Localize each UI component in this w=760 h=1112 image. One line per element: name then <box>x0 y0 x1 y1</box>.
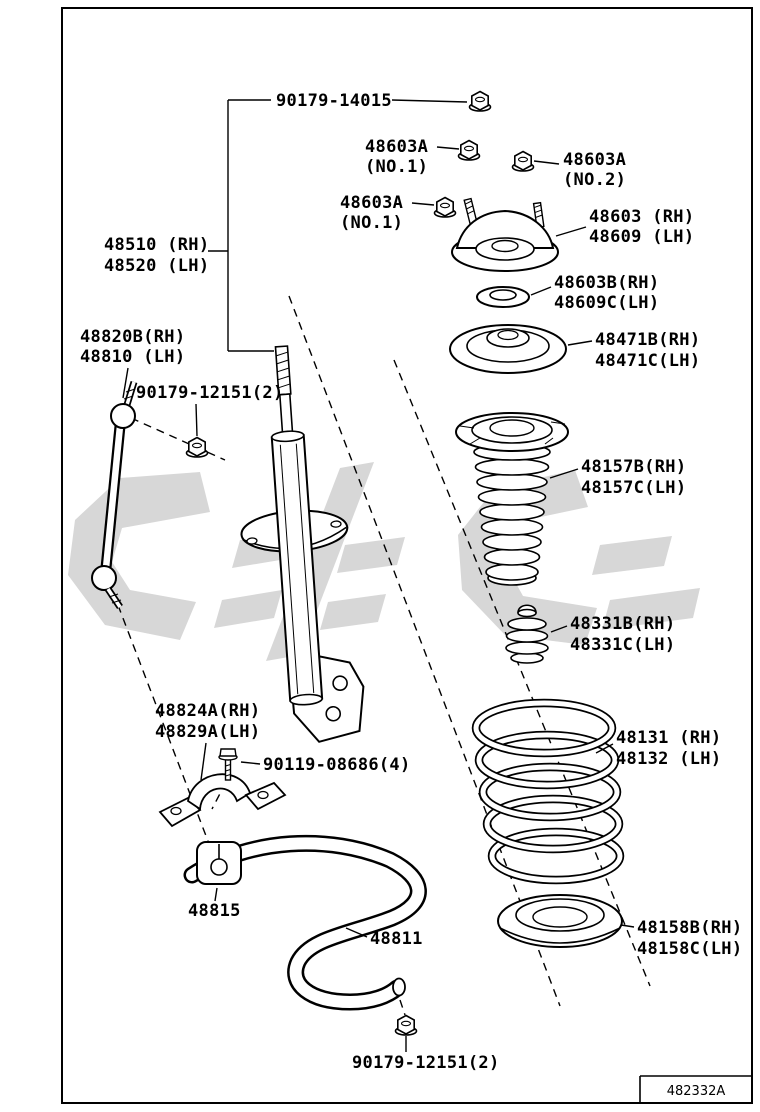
label-line: 48824A(RH) <box>155 701 260 721</box>
stabilizer-bar-nut <box>394 1014 418 1036</box>
label-line: 48510 (RH) <box>104 235 209 255</box>
spring-lower-insulator-drawing <box>497 894 623 948</box>
label-support-nut-no1-a: 48603A (NO.1) <box>365 137 428 177</box>
label-line: 48131 (RH) <box>616 728 721 748</box>
label-support-nut-no1-b: 48603A (NO.1) <box>340 193 403 233</box>
label-line: 48158B(RH) <box>637 918 742 938</box>
label-line: 48603A <box>340 193 403 213</box>
stabilizer-link-nut <box>185 436 209 458</box>
stabilizer-link-drawing <box>91 380 138 609</box>
bracket-bolt-drawing <box>218 748 238 781</box>
label-line: 48157C(LH) <box>581 478 686 498</box>
label-spring-seat: 48471B(RH) 48471C(LH) <box>595 330 700 371</box>
label-line: 48331B(RH) <box>570 614 675 634</box>
part-labels: 90179-14015 48603A (NO.1) 48603A (NO.2) … <box>80 91 742 1073</box>
label-line: 48609C(LH) <box>554 293 659 313</box>
support-nut-no2 <box>511 150 535 172</box>
label-line: 48829A(LH) <box>155 722 260 742</box>
stabilizer-bar-drawing <box>183 834 427 1011</box>
label-stabilizer-bar: 48811 <box>370 929 423 949</box>
coil-spring-drawing <box>471 698 625 885</box>
label-line: 48132 (LH) <box>616 749 721 769</box>
label-line: (NO.1) <box>340 213 403 233</box>
strut-mount-drawing <box>451 197 559 272</box>
label-bushing: 48815 <box>188 901 241 921</box>
label-line: 48471B(RH) <box>595 330 700 350</box>
label-stabilizer-bracket: 48824A(RH) 48829A(LH) <box>155 701 260 742</box>
label-line: 48331C(LH) <box>570 635 675 655</box>
label-strut-mount: 48603 (RH) 48609 (LH) <box>589 207 694 247</box>
dust-boot-drawing <box>455 412 569 586</box>
label-strut-nut: 90179-14015 <box>276 91 392 111</box>
label-line: 48158C(LH) <box>637 939 742 959</box>
label-line: 48609 (LH) <box>589 227 694 247</box>
label-line: 48810 (LH) <box>80 347 185 367</box>
figure-code: 482332A <box>667 1084 726 1099</box>
label-bracket-bolt: 90119-08686(4) <box>263 755 411 775</box>
label-link-nut: 90179-12151(2) <box>136 383 284 403</box>
label-coil-spring: 48131 (RH) 48132 (LH) <box>616 728 721 769</box>
label-line: 48157B(RH) <box>581 457 686 477</box>
mount-bearing-drawing <box>476 286 530 308</box>
label-bump-stop: 48331B(RH) 48331C(LH) <box>570 614 675 655</box>
label-line: 48471C(LH) <box>595 351 700 371</box>
label-spring-lower-insulator: 48158B(RH) 48158C(LH) <box>637 918 742 959</box>
label-line: (NO.2) <box>563 170 626 190</box>
shock-absorber-drawing <box>240 345 365 743</box>
label-line: 48603A <box>563 150 626 170</box>
label-line: 48820B(RH) <box>80 327 185 347</box>
diagram-frame: 482332A <box>61 7 753 1104</box>
label-line: (NO.1) <box>365 157 428 177</box>
label-dust-boot: 48157B(RH) 48157C(LH) <box>581 457 686 498</box>
label-stabilizer-link: 48820B(RH) 48810 (LH) <box>80 327 185 367</box>
stabilizer-bushing-drawing <box>196 841 242 885</box>
label-line: 48603A <box>365 137 428 157</box>
label-line: 48603 (RH) <box>589 207 694 227</box>
spring-seat-drawing <box>449 324 567 374</box>
label-mount-bearing: 48603B(RH) 48609C(LH) <box>554 273 659 313</box>
support-nut-no1-a <box>457 139 481 161</box>
label-shock-absorber: 48510 (RH) 48520 (LH) <box>104 235 209 276</box>
label-line: 48603B(RH) <box>554 273 659 293</box>
bump-stop-drawing <box>505 604 549 664</box>
assembly-axis-dashed-lines <box>112 295 651 1016</box>
label-support-nut-no2: 48603A (NO.2) <box>563 150 626 190</box>
leader-lines <box>122 99 635 1052</box>
support-nut-no1-b <box>433 196 457 218</box>
label-bar-nut: 90179-12151(2) <box>352 1053 500 1073</box>
label-line: 48520 (LH) <box>104 256 209 276</box>
stabilizer-bracket-drawing <box>158 773 287 828</box>
strut-rod-nut <box>468 90 492 112</box>
